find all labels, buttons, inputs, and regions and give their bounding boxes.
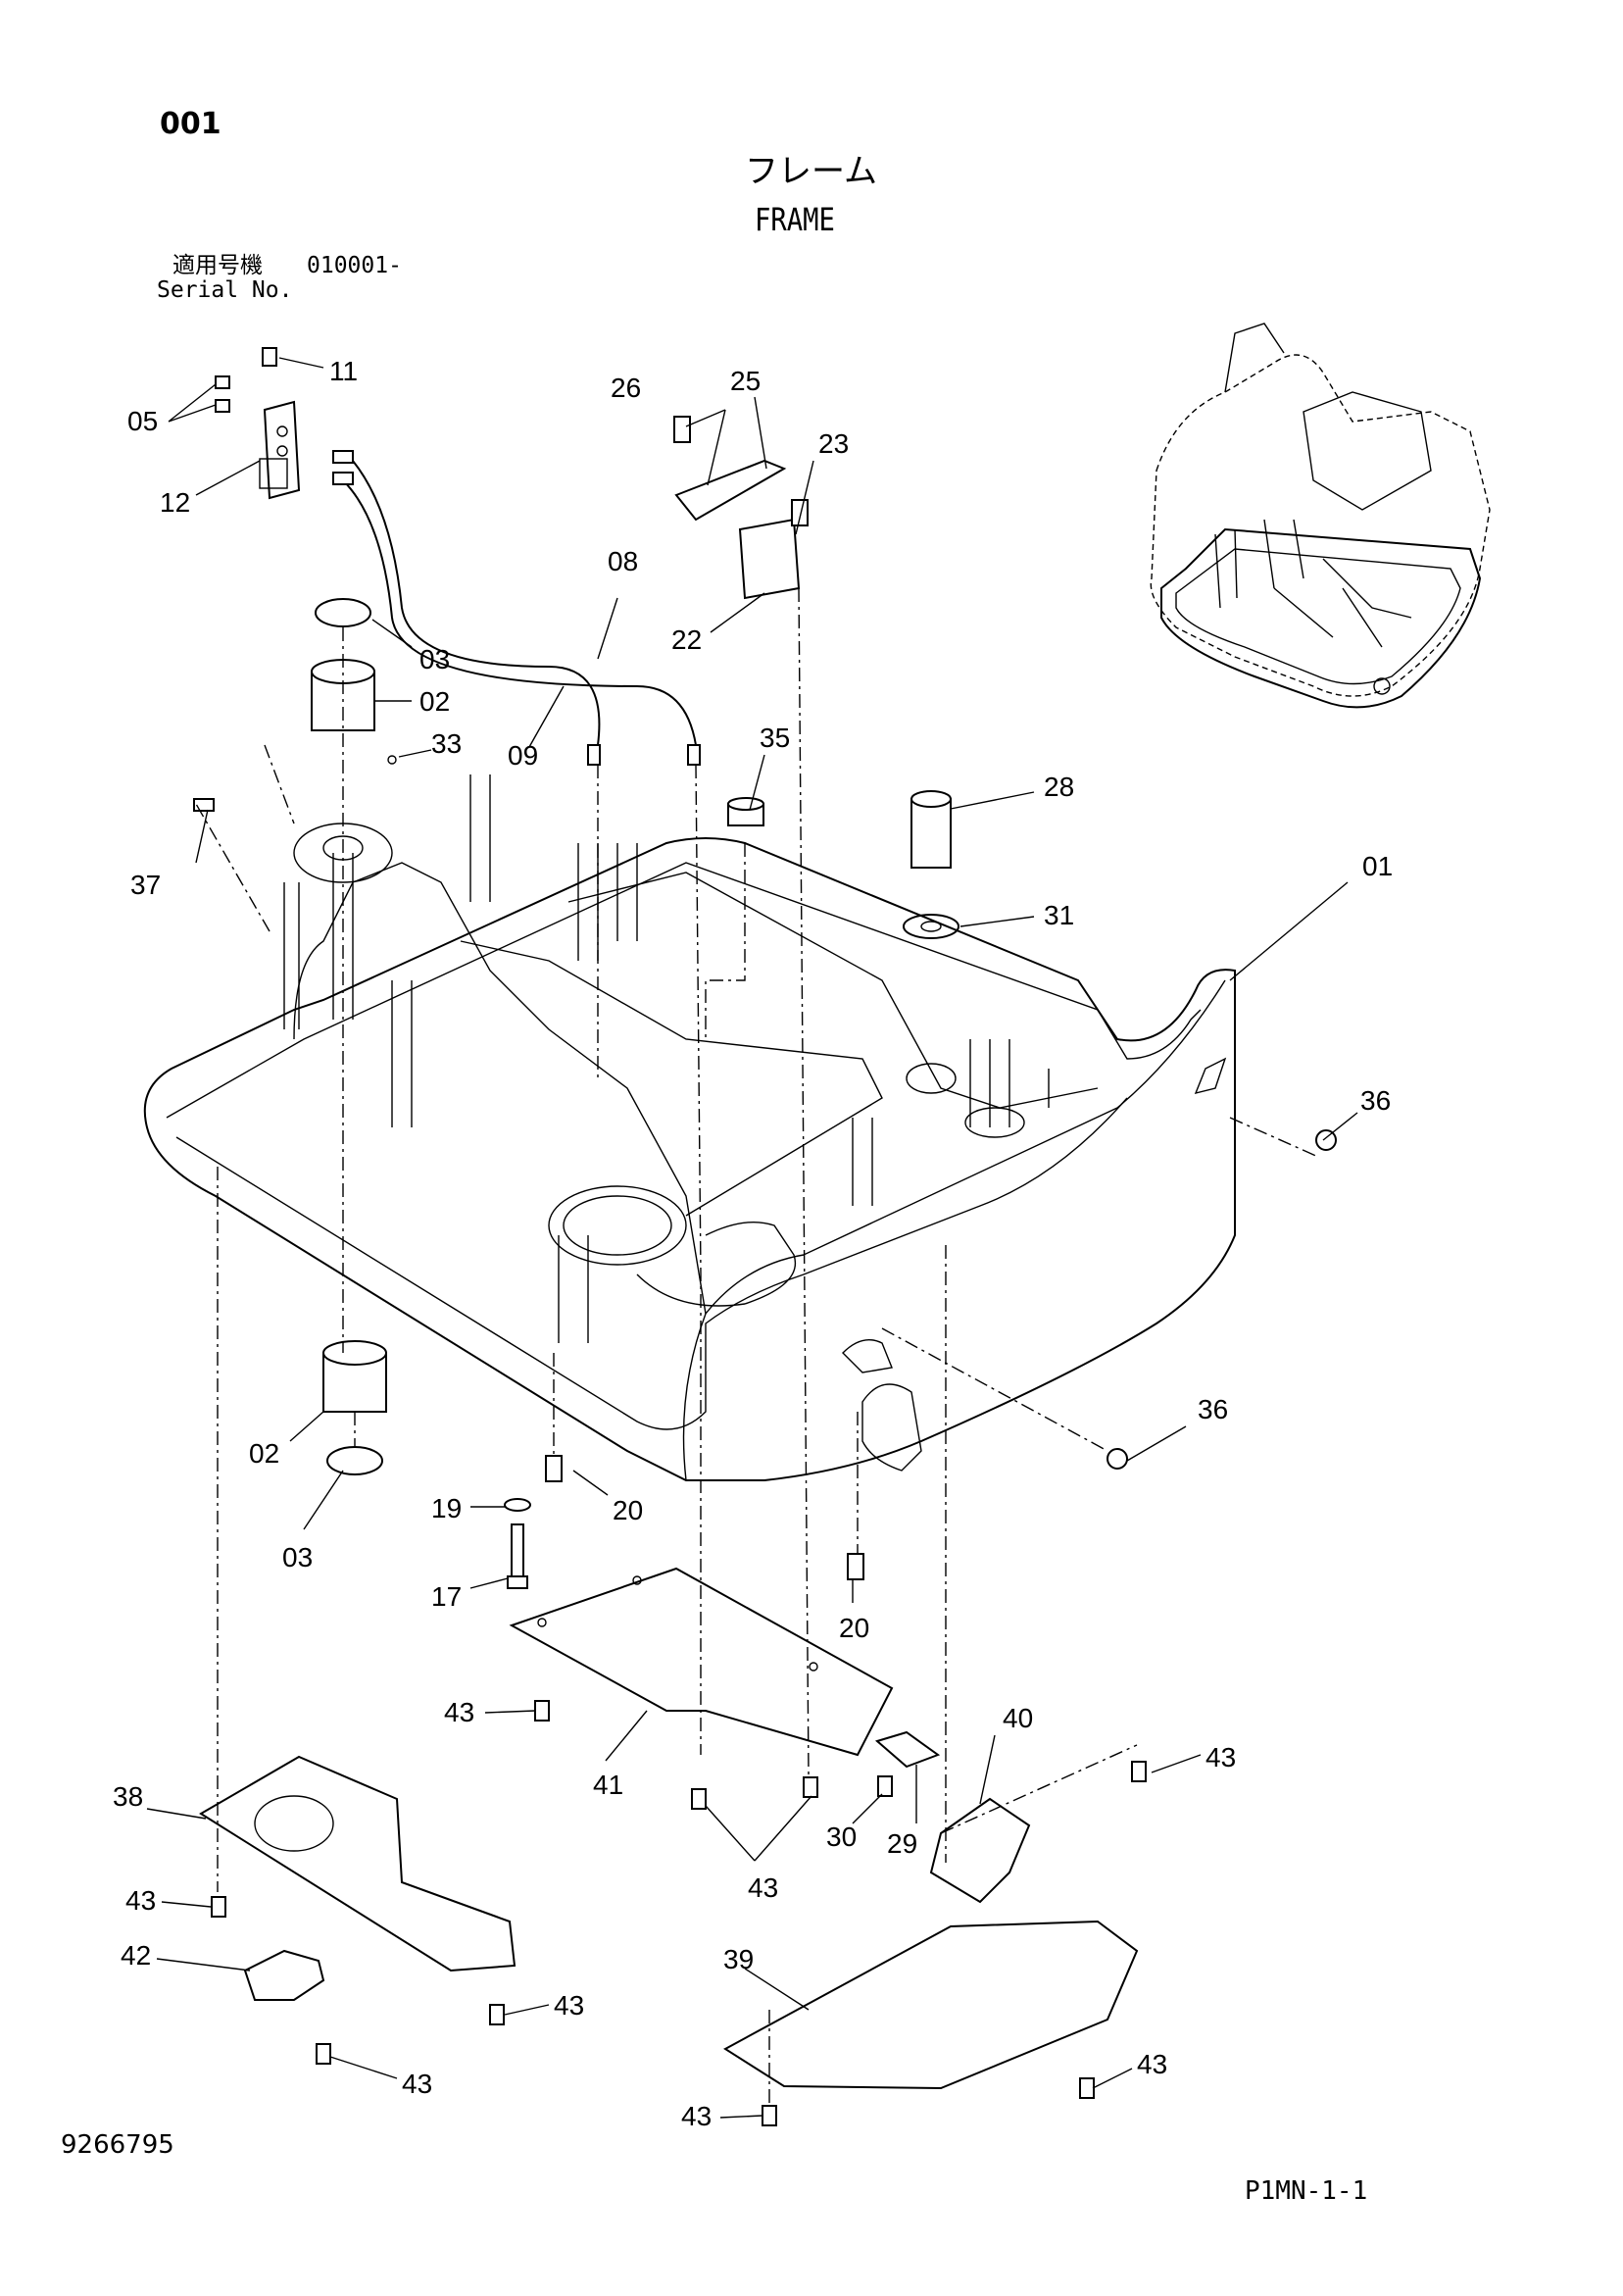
callout-29: 29 [887, 1828, 917, 1859]
callout-31: 31 [1044, 900, 1074, 930]
callout-12: 12 [160, 487, 190, 518]
callout-33: 33 [431, 728, 462, 759]
leader-lines [146, 357, 1358, 2119]
callout-25: 25 [730, 366, 761, 396]
callout-20-lower: 20 [839, 1613, 869, 1643]
small-parts [193, 790, 1337, 1470]
hydraulic-hoses [332, 450, 701, 766]
callout-05: 05 [127, 406, 158, 436]
callout-02-upper: 02 [419, 686, 450, 717]
callout-11: 11 [329, 356, 358, 386]
page-title: FRAME [755, 201, 835, 238]
callout-02-lower: 02 [249, 1438, 279, 1469]
serial-label: Serial No. [157, 277, 293, 303]
callout-43-b: 43 [748, 1872, 778, 1903]
callout-43-a: 43 [444, 1697, 474, 1727]
drawing-number: 9266795 [61, 2130, 174, 2160]
callout-03-upper: 03 [419, 644, 450, 674]
callout-23: 23 [818, 428, 849, 459]
bolts-17-19-20 [504, 1455, 864, 1589]
callout-43-d: 43 [125, 1885, 156, 1916]
callout-22: 22 [671, 624, 702, 655]
callout-37: 37 [130, 870, 161, 900]
callout-36-upper: 36 [1360, 1085, 1391, 1116]
callout-39: 39 [723, 1944, 754, 1974]
callout-28: 28 [1044, 772, 1074, 802]
callout-03-lower: 03 [282, 1542, 313, 1572]
callout-19: 19 [431, 1493, 462, 1523]
callout-42: 42 [121, 1940, 151, 1971]
callout-43-c: 43 [1205, 1742, 1236, 1772]
page-title-japanese: フレーム [745, 152, 877, 191]
callout-17: 17 [431, 1581, 462, 1612]
frame-body [143, 774, 1236, 1481]
bracket-12 [215, 347, 301, 500]
serial-label-japanese: 適用号機 [172, 253, 263, 278]
callout-01: 01 [1362, 851, 1393, 881]
callout-43-g: 43 [1137, 2049, 1167, 2079]
callout-38: 38 [113, 1781, 143, 1812]
sheet-code: P1MN-1-1 [1245, 2176, 1368, 2206]
bolts-30-43 [211, 1700, 1147, 2126]
bracket-22-25 [673, 416, 809, 600]
inset-machine-view [1150, 323, 1491, 709]
alignment-lines [195, 587, 1319, 2103]
callout-30: 30 [826, 1822, 857, 1852]
callout-09: 09 [508, 740, 538, 771]
serial-range: 010001- [307, 253, 402, 278]
callout-35: 35 [760, 723, 790, 753]
callout-41: 41 [593, 1770, 623, 1800]
callout-43-e: 43 [554, 1990, 584, 2021]
callout-40: 40 [1003, 1703, 1033, 1733]
callout-20-upper: 20 [613, 1495, 643, 1525]
callout-43-h: 43 [681, 2101, 712, 2131]
callout-labels: 01 02 02 03 03 05 08 09 11 12 17 19 20 2… [113, 356, 1393, 2131]
bushings-and-orings [311, 598, 397, 1475]
callout-08: 08 [608, 546, 638, 576]
callout-36-lower: 36 [1198, 1394, 1228, 1424]
cover-plates [199, 1567, 1139, 2090]
page-code: 001 [160, 107, 221, 141]
callout-26: 26 [611, 373, 641, 403]
callout-43-f: 43 [402, 2069, 432, 2099]
